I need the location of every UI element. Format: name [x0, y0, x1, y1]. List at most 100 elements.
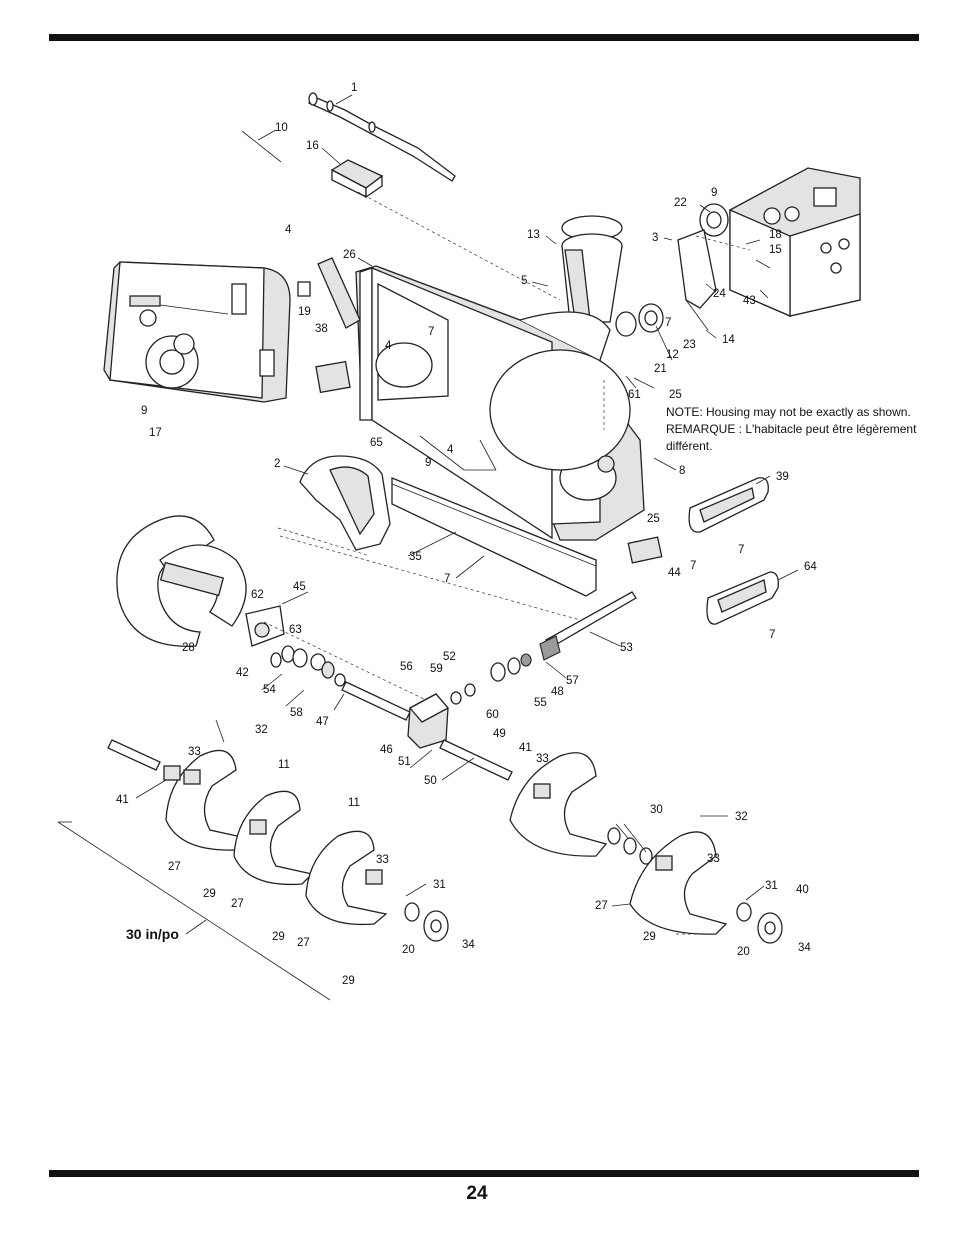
shaft-part-50: [439, 739, 513, 781]
bracket-part-16: [330, 159, 384, 199]
assembly-dashed-lines: [263, 191, 751, 935]
callout-54: 54: [263, 684, 276, 696]
gear-parts-right: [450, 653, 532, 705]
auger-spiral-left-1: [165, 749, 248, 851]
callout-57: 57: [566, 675, 579, 687]
bearing-part-20-34-left: [404, 902, 449, 942]
callout-9: 9: [425, 457, 431, 469]
callout-15: 15: [769, 244, 782, 256]
callout-10: 10: [275, 122, 288, 134]
callout-29: 29: [643, 931, 656, 943]
callout-43: 43: [743, 295, 756, 307]
size-label: 30 in/po: [126, 926, 179, 942]
callout-4: 4: [447, 444, 454, 456]
callout-5: 5: [521, 275, 527, 287]
callout-52: 52: [443, 651, 456, 663]
auger-spiral-right-1: [509, 752, 608, 857]
bearing-parts-42-54-58: [270, 645, 346, 687]
callout-41: 41: [116, 794, 129, 806]
shaft-part-41-left: [107, 739, 181, 781]
page-number: 24: [466, 1183, 488, 1204]
housing-note: NOTE: Housing may not be exactly as show…: [666, 404, 926, 455]
callout-20: 20: [737, 946, 750, 958]
bracket-part-19: [297, 281, 311, 297]
callout-46: 46: [380, 744, 393, 756]
callout-42: 42: [236, 667, 249, 679]
callout-7: 7: [665, 317, 671, 329]
pulley-part-22: [699, 203, 729, 237]
top-rule: [49, 34, 919, 41]
callout-18: 18: [769, 229, 782, 241]
impeller-housing-side-view: [103, 261, 291, 403]
bearing-flange-parts: [615, 303, 664, 337]
callout-4: 4: [285, 224, 292, 236]
auger-shaft-part-47: [341, 681, 411, 721]
callout-22: 22: [674, 197, 687, 209]
gear-box-part-46: [407, 693, 450, 749]
callout-33: 33: [536, 753, 549, 765]
auger-spiral-left-2: [233, 790, 314, 886]
callout-12: 12: [666, 349, 679, 361]
callout-34: 34: [462, 939, 475, 951]
spacers-part-30: [607, 827, 653, 865]
callout-7: 7: [428, 326, 434, 338]
callout-55: 55: [534, 697, 547, 709]
callout-27: 27: [231, 898, 244, 910]
skid-bracket-part-38: [317, 257, 361, 329]
callout-51: 51: [398, 756, 411, 768]
note-line-1: NOTE: Housing may not be exactly as show…: [666, 405, 911, 419]
callout-58: 58: [290, 707, 303, 719]
callout-27: 27: [297, 937, 310, 949]
callout-53: 53: [620, 642, 633, 654]
callout-34: 34: [798, 942, 811, 954]
auger-spiral-right-2: [629, 831, 728, 935]
callout-25: 25: [669, 389, 682, 401]
note-line-2: REMARQUE : L'habitacle peut être légèrem…: [666, 422, 917, 436]
callout-24: 24: [713, 288, 726, 300]
pin-part-10: [241, 130, 282, 163]
callout-23: 23: [683, 339, 696, 351]
callout-7: 7: [738, 544, 744, 556]
callout-11: 11: [348, 797, 360, 809]
frame-assembly: [729, 167, 861, 317]
callout-33: 33: [188, 746, 201, 758]
callout-2: 2: [274, 458, 280, 470]
bearing-part-20-34-right: [736, 902, 783, 944]
callout-labels: 1 10 16 9 22 13 3 18 15 24 43 4 26 5 7 1…: [116, 82, 817, 987]
callout-8: 8: [679, 465, 685, 477]
callout-40: 40: [796, 884, 809, 896]
callout-17: 17: [149, 427, 162, 439]
callout-64: 64: [804, 561, 817, 573]
callout-28: 28: [182, 642, 195, 654]
callout-19: 19: [298, 306, 311, 318]
callout-3: 3: [652, 232, 658, 244]
callout-14: 14: [722, 334, 735, 346]
skid-left: [315, 360, 351, 394]
callout-61: 61: [628, 389, 641, 401]
callout-49: 49: [493, 728, 506, 740]
auger-housing: [355, 265, 645, 541]
impeller-part-2: [299, 455, 391, 551]
callout-21: 21: [654, 363, 667, 375]
callout-32: 32: [735, 811, 748, 823]
callout-45: 45: [293, 581, 306, 593]
gear-case-cover-part-62: [245, 605, 285, 647]
callout-27: 27: [595, 900, 608, 912]
callout-33: 33: [376, 854, 389, 866]
callout-63: 63: [289, 624, 302, 636]
callout-50: 50: [424, 775, 437, 787]
callout-7: 7: [444, 573, 450, 585]
plate-part-24: [677, 229, 717, 309]
callout-29: 29: [272, 931, 285, 943]
callout-41: 41: [519, 742, 532, 754]
cable-part-14: [685, 299, 709, 331]
callout-56: 56: [400, 661, 413, 673]
callout-1: 1: [351, 82, 357, 94]
skid-part-44: [627, 536, 663, 564]
note-line-3: différent.: [666, 439, 713, 453]
callout-31: 31: [433, 879, 446, 891]
callout-7: 7: [690, 560, 696, 572]
callout-16: 16: [306, 140, 319, 152]
callout-33: 33: [707, 853, 720, 865]
callout-47: 47: [316, 716, 329, 728]
